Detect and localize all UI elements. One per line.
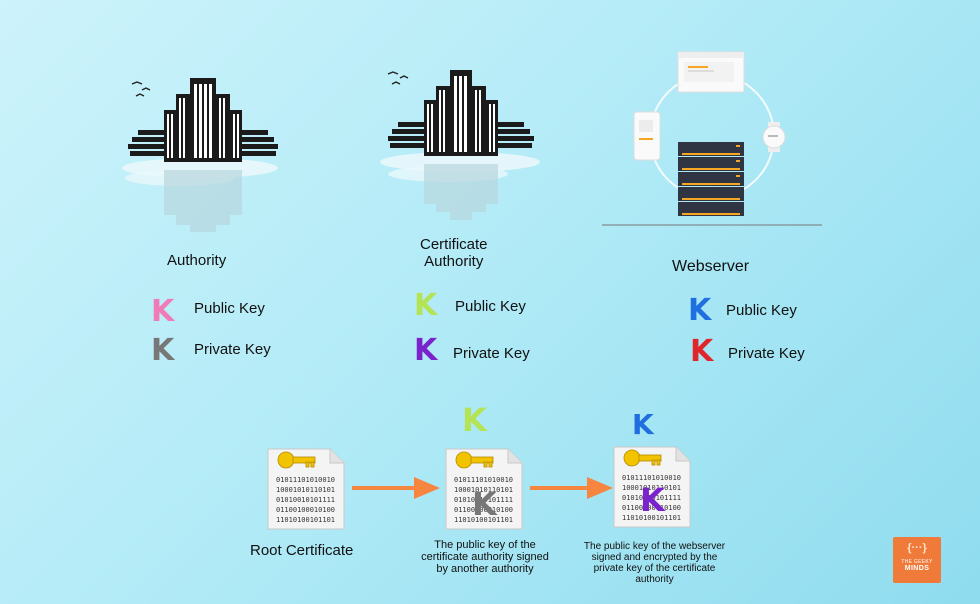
webserver-public-key-on-cert-icon: K (632, 408, 654, 441)
binary-line: 10001010110101 (622, 484, 682, 492)
web-caption-line3: private key of the certificate (593, 563, 716, 574)
certificate-authority-title-line1: Certificate (420, 236, 488, 253)
webserver-private-key-icon: K (690, 334, 714, 369)
binary-line: 01100100010100 (622, 504, 682, 512)
webserver-title: Webserver (672, 258, 750, 275)
mobile-phone-icon (633, 111, 661, 161)
authority-building-illustration (122, 78, 278, 232)
binary-line: 11010100101101 (276, 516, 336, 524)
ca-public-key-label: Public Key (455, 298, 526, 315)
golden-key-icon (455, 451, 494, 469)
certificate-authority-building-illustration (380, 70, 540, 220)
authority-private-key-on-cert-icon: K (472, 485, 497, 523)
golden-key-icon (277, 451, 316, 469)
arrow-root-to-ca (352, 477, 440, 499)
webserver-certificate-caption: The public key of the webserver signed a… (572, 541, 737, 585)
brand-braces-icon: {···} (907, 542, 927, 554)
ca-caption-line1: The public key of the (434, 539, 536, 551)
binary-line: 01010010101111 (454, 496, 514, 504)
binary-line: 01011101010010 (622, 474, 682, 482)
ca-private-key-icon: K (414, 333, 438, 368)
certificate-authority-title: Certificate Authority (420, 236, 488, 270)
golden-key-icon (623, 449, 662, 467)
authority-private-key-icon: K (151, 333, 175, 368)
binary-line: 11010100101101 (622, 514, 682, 522)
webserver-private-key-label: Private Key (728, 345, 805, 362)
binary-line: 10001010110101 (276, 486, 336, 494)
binary-line: 10001010110101 (454, 486, 514, 494)
ca-private-key-on-cert-icon: K (640, 481, 665, 519)
authority-public-key-icon: K (151, 294, 175, 329)
binary-line: 01011101010010 (276, 476, 336, 484)
root-certificate-document: 01011101010010 10001010110101 0101001010… (266, 447, 346, 531)
arrow-ca-to-webserver (530, 477, 613, 499)
brand-line2: MINDS (904, 565, 930, 572)
webserver-public-key-icon: K (688, 293, 712, 328)
ca-private-key-label: Private Key (453, 345, 530, 362)
web-caption-line1: The public key of the webserver (583, 541, 726, 552)
authority-public-key-label: Public Key (194, 300, 265, 317)
webserver-certificate-document: 01011101010010 10001010110101 0101001010… (612, 445, 692, 529)
ca-public-key-icon: K (414, 288, 438, 323)
ca-certificate-document: 01011101010010 10001010110101 0101001010… (444, 447, 524, 531)
binary-line: 01100100010100 (276, 506, 336, 514)
binary-line: 01011101010010 (454, 476, 514, 484)
birds-icon (131, 81, 151, 97)
birds-icon (387, 71, 409, 85)
browser-window-icon (677, 51, 745, 93)
authority-title: Authority (167, 252, 227, 269)
webserver-public-key-label: Public Key (726, 302, 797, 319)
authority-private-key-label: Private Key (194, 341, 271, 358)
server-rack-icon (678, 142, 744, 216)
certificate-authority-title-line2: Authority (424, 253, 484, 270)
root-certificate-caption: Root Certificate (250, 542, 354, 559)
web-caption-line4: authority (635, 574, 674, 585)
ca-caption-line3: by another authority (436, 563, 534, 575)
ca-certificate-caption: The public key of the certificate author… (410, 539, 560, 575)
ca-caption-line2: certificate authority signed (421, 551, 549, 563)
geeky-minds-logo: {···} THE GEEKY MINDS (893, 537, 941, 583)
web-caption-line2: signed and encrypted by the (591, 552, 718, 563)
binary-line: 01010010101111 (276, 496, 336, 504)
smartwatch-icon (762, 122, 786, 152)
webserver-illustration (602, 51, 822, 226)
binary-line: 01100100010100 (454, 506, 514, 514)
brand-line1: THE GEEKY (901, 559, 933, 565)
binary-line: 01010010101111 (622, 494, 682, 502)
ca-public-key-on-cert-icon: K (462, 401, 487, 439)
binary-line: 11010100101101 (454, 516, 514, 524)
